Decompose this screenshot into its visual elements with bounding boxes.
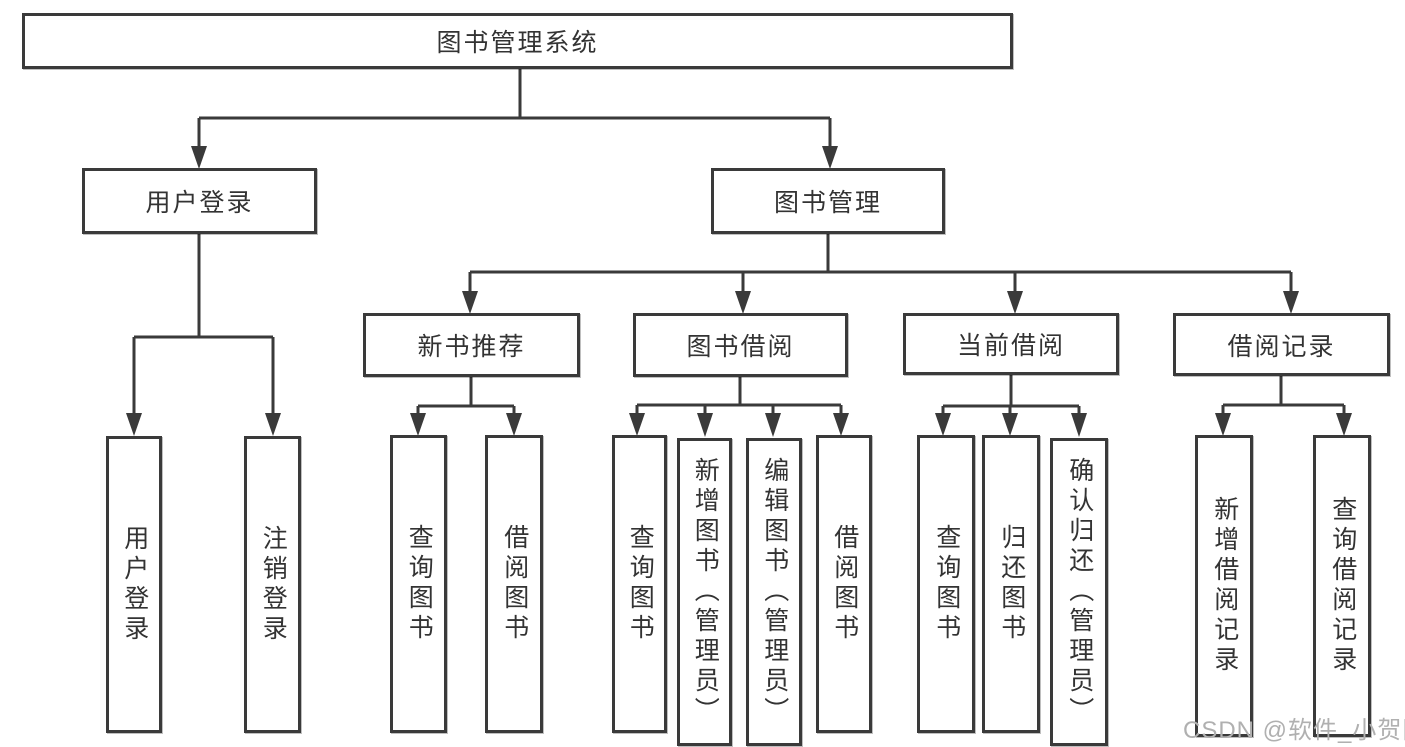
leaf-logout-login: 注销登录	[244, 436, 301, 733]
csdn-watermark: CSDN @软件_小贺同学	[1183, 717, 1405, 744]
node-borrow-records: 借阅记录	[1173, 313, 1390, 376]
node-root: 图书管理系统	[22, 13, 1013, 69]
node-book-borrow: 图书借阅	[633, 313, 848, 377]
arrow-heads	[126, 146, 1352, 437]
node-user-login: 用户登录	[82, 168, 317, 234]
connector-paths	[132, 69, 1346, 414]
leaf-query-borrow-record: 查询借阅记录	[1313, 435, 1371, 737]
node-current-borrow: 当前借阅	[903, 313, 1119, 375]
leaf-confirm-return-admin: 确认归还（管理员）	[1050, 438, 1108, 746]
leaf-borrow-books-recommend: 借阅图书	[485, 435, 543, 733]
leaf-borrow-books: 借阅图书	[816, 435, 872, 733]
leaf-add-books-admin: 新增图书（管理员）	[677, 438, 732, 746]
leaf-query-books-current: 查询图书	[917, 435, 975, 733]
leaf-return-books: 归还图书	[982, 435, 1040, 733]
node-new-book-recommend: 新书推荐	[363, 313, 580, 377]
leaf-edit-books-admin: 编辑图书（管理员）	[746, 438, 802, 746]
leaf-query-books-recommend: 查询图书	[390, 435, 447, 733]
leaf-add-borrow-record: 新增借阅记录	[1195, 435, 1253, 737]
leaf-query-books-borrow: 查询图书	[612, 435, 667, 733]
leaf-user-login: 用户登录	[106, 436, 162, 733]
node-book-management: 图书管理	[711, 168, 945, 234]
